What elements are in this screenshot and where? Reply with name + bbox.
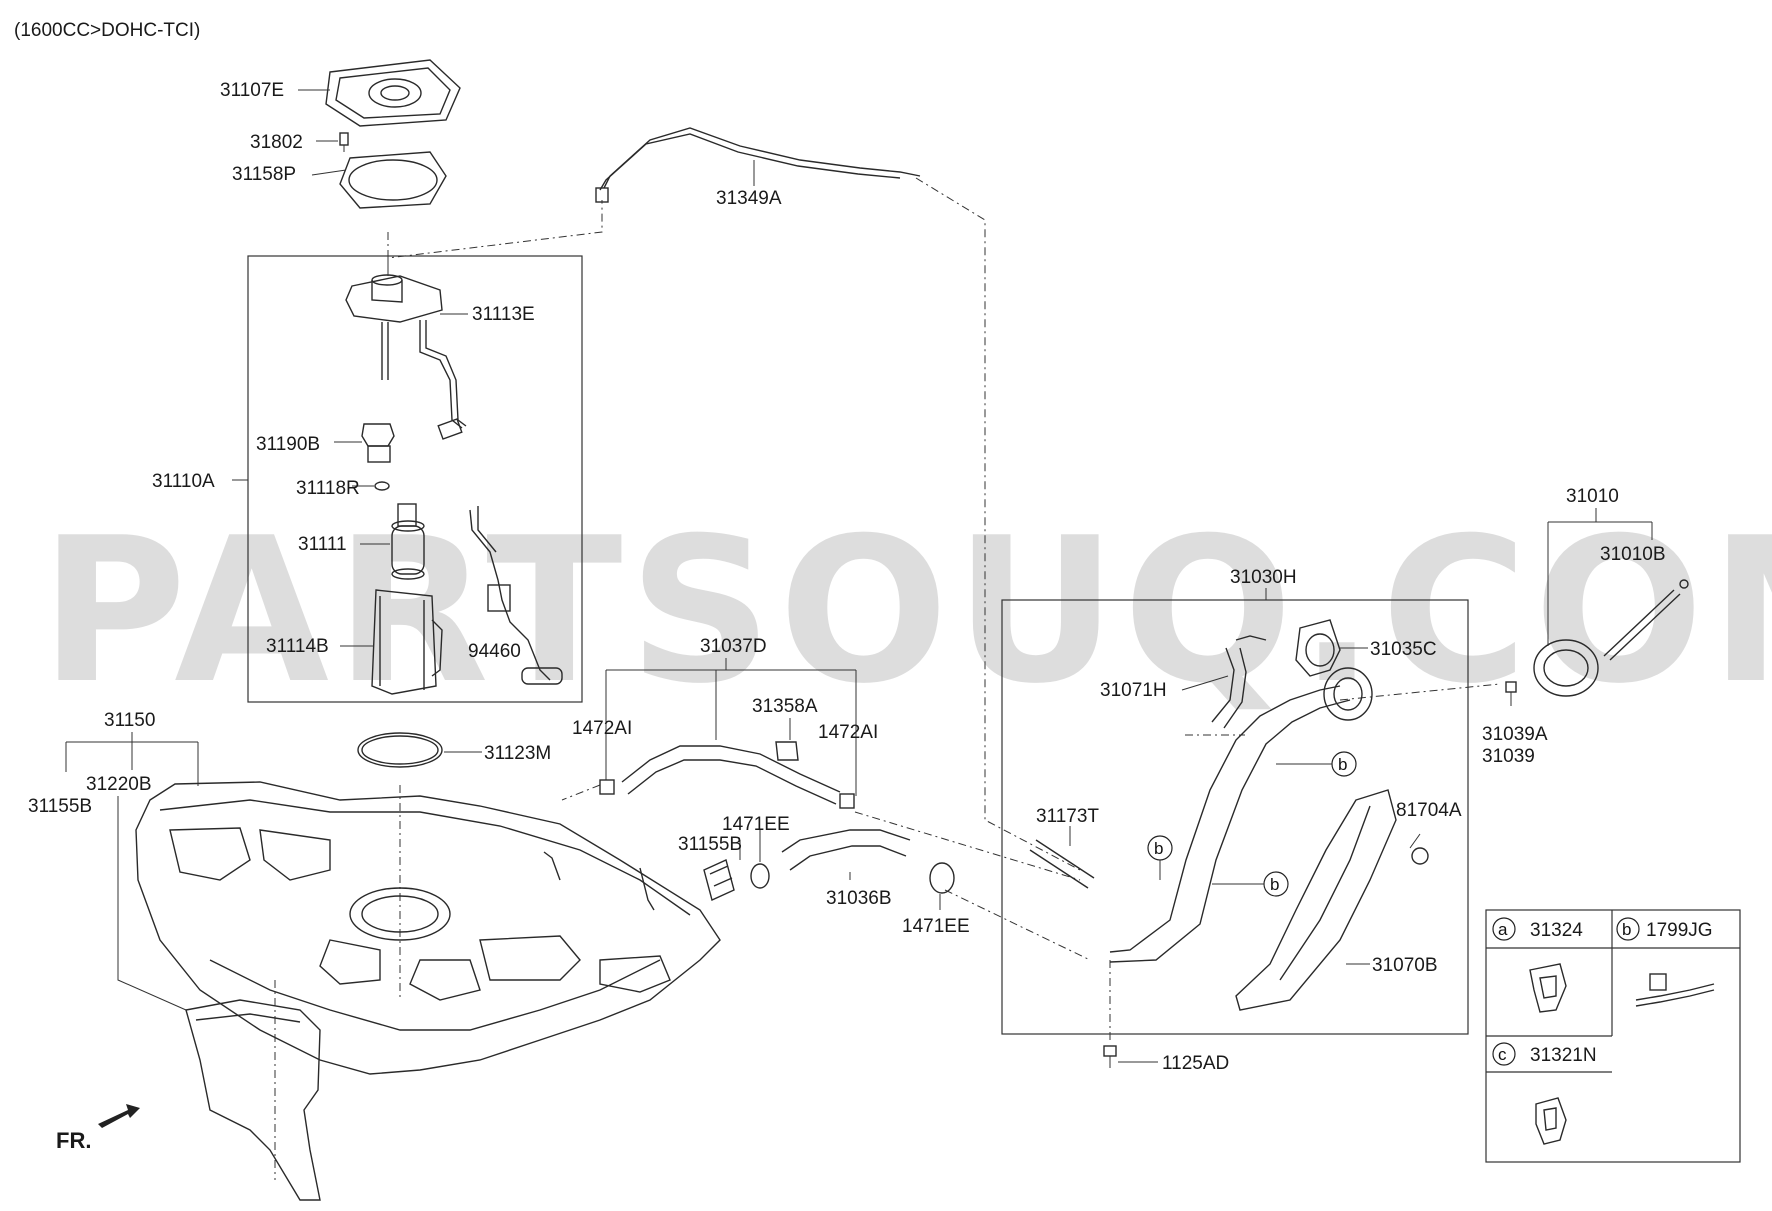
label-1472AI-right: 1472AI	[818, 722, 878, 743]
connector-line-pump-to-line	[387, 200, 603, 259]
label-31349A: 31349A	[716, 188, 782, 209]
label-1471EE-top: 1471EE	[722, 814, 790, 835]
legend-key-a: a	[1498, 920, 1508, 939]
label-31190B: 31190B	[256, 434, 320, 455]
label-31358A: 31358A	[752, 696, 818, 717]
part-31030H-filler-pipe[interactable]	[1109, 667, 1373, 963]
label-31802: 31802	[250, 132, 303, 153]
callout-b-1: b	[1276, 751, 1357, 777]
label-31111: 31111	[298, 534, 347, 555]
part-31802-screw[interactable]	[339, 132, 349, 152]
label-31010B: 31010B	[1600, 544, 1666, 565]
label-31155B-left: 31155B	[28, 796, 92, 817]
label-31039A: 31039A	[1482, 724, 1548, 745]
part-31118R-o-ring[interactable]	[374, 481, 390, 491]
part-heat-shield[interactable]	[185, 999, 321, 1201]
part-94460-fuel-sender[interactable]	[469, 506, 563, 685]
label-31030H: 31030H	[1230, 567, 1297, 588]
legend-part-1799JG: 1799JG	[1646, 920, 1713, 941]
part-31113E-pump-flange[interactable]	[345, 258, 467, 440]
connector-line-hose-to-tank	[561, 784, 601, 801]
label-31037D: 31037D	[700, 636, 767, 657]
front-direction-marker: FR.	[56, 1104, 140, 1153]
cable-tie-1799JG-icon	[1635, 973, 1715, 1007]
legend-row-b: b 1799JG	[1616, 917, 1715, 1007]
part-31107E-cover[interactable]	[325, 59, 461, 127]
part-31071H-breather-hose[interactable]	[1211, 635, 1267, 729]
part-31010B-tether[interactable]	[1603, 579, 1689, 661]
label-31123M: 31123M	[484, 743, 551, 764]
legend-row-c: c 31321N	[1492, 1042, 1597, 1145]
part-1125AD-bolt[interactable]	[1103, 1045, 1117, 1068]
part-31037D-hose[interactable]	[599, 745, 855, 809]
assembly-box-31030H	[1001, 599, 1469, 1035]
part-31010-fuel-cap[interactable]	[1533, 639, 1599, 697]
part-31070B-neck-shield[interactable]	[1235, 789, 1397, 1011]
part-31035C-neck-housing[interactable]	[1295, 619, 1341, 677]
label-31110A: 31110A	[152, 471, 215, 492]
legend-key-c: c	[1498, 1045, 1507, 1064]
label-31036B: 31036B	[826, 888, 892, 909]
connector-line-hose-to-neck	[854, 811, 1081, 881]
part-31114B-reservoir[interactable]	[371, 589, 443, 695]
label-1125AD: 1125AD	[1162, 1053, 1229, 1074]
svg-text:b: b	[1154, 839, 1163, 858]
connector-line-neck-to-cap	[1339, 683, 1501, 701]
legend-part-31321N: 31321N	[1530, 1045, 1597, 1066]
label-31113E: 31113E	[472, 304, 535, 325]
label-31039: 31039	[1482, 746, 1535, 767]
label-31155B-mid: 31155B	[678, 834, 742, 855]
label-31035C: 31035C	[1370, 639, 1437, 660]
part-31173T-hose[interactable]	[1029, 839, 1095, 889]
label-31114B: 31114B	[266, 636, 329, 657]
svg-text:b: b	[1338, 755, 1347, 774]
front-marker-text: FR.	[56, 1128, 91, 1153]
label-31107E: 31107E	[220, 80, 284, 101]
part-31155B-grommet[interactable]	[703, 859, 735, 901]
legend-part-31324: 31324	[1530, 920, 1583, 941]
legend-table: a 31324 b 1799JG c 31321N	[1485, 909, 1741, 1163]
label-81704A: 81704A	[1396, 800, 1462, 821]
assembly-box-31110A	[247, 255, 583, 703]
part-31358A-clip[interactable]	[775, 741, 799, 761]
part-31111-fuel-pump[interactable]	[391, 503, 425, 580]
label-31220B: 31220B	[86, 774, 152, 795]
clip-31321N-icon	[1535, 1097, 1567, 1145]
label-31010: 31010	[1566, 486, 1619, 507]
part-31158P-gasket[interactable]	[339, 151, 447, 209]
engine-variant-header: (1600CC>DOHC-TCI)	[14, 20, 200, 41]
part-1471EE-clamp-bottom[interactable]	[929, 862, 955, 894]
label-94460: 94460	[468, 641, 521, 662]
part-31150-fuel-tank[interactable]	[135, 781, 721, 1075]
part-81704A-grommet[interactable]	[1411, 847, 1429, 865]
watermark-text: PARTSOUQ.COM	[40, 495, 1772, 728]
part-31123M-seal-ring[interactable]	[357, 732, 443, 768]
label-31150: 31150	[104, 710, 155, 731]
legend-key-b: b	[1622, 920, 1631, 939]
label-31158P: 31158P	[232, 164, 296, 185]
part-31039A-screw[interactable]	[1505, 681, 1517, 706]
label-1471EE-bottom: 1471EE	[902, 916, 970, 937]
label-31118R: 31118R	[296, 478, 360, 499]
label-1472AI-left: 1472AI	[572, 718, 632, 739]
label-31071H: 31071H	[1100, 680, 1167, 701]
callout-b-3: b	[1212, 871, 1289, 897]
callout-b-2: b	[1147, 835, 1173, 880]
part-31036B-hose[interactable]	[781, 829, 911, 871]
label-31173T: 31173T	[1036, 806, 1099, 827]
svg-text:b: b	[1270, 875, 1279, 894]
clip-31324-icon	[1529, 963, 1567, 1013]
front-arrow-icon	[98, 1104, 140, 1128]
part-31190B-regulator[interactable]	[361, 423, 395, 463]
label-31070B: 31070B	[1372, 955, 1438, 976]
part-1471EE-clamp-top[interactable]	[750, 863, 770, 889]
connector-line-line-to-tube	[915, 177, 1081, 871]
legend-row-a: a 31324	[1492, 917, 1583, 1013]
